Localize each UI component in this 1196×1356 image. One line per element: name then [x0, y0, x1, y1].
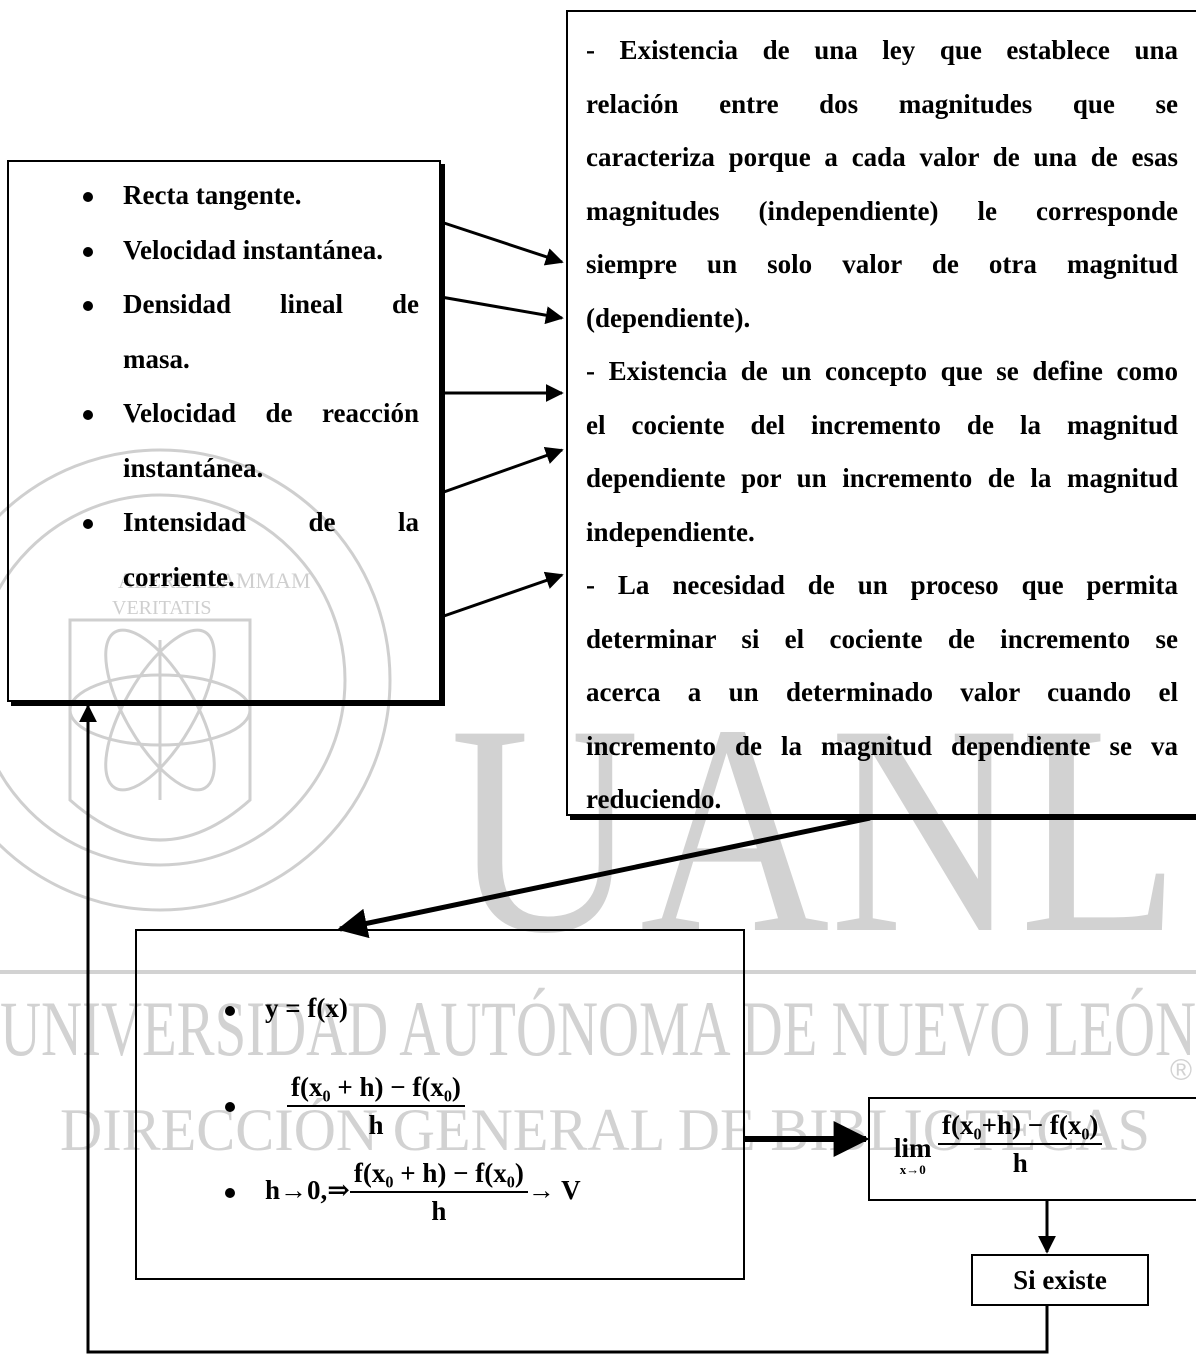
exists-label: Si existe — [1013, 1264, 1107, 1295]
arrow-tangent — [440, 220, 564, 266]
formula-box: y = f(x) f(x₀ + h) − f(x₀)h h→0,⇒f(x₀ + … — [135, 929, 745, 1280]
applications-box: Recta tangente. Velocidad instantánea. D… — [7, 160, 441, 702]
concepts-text: - Existencia de una ley que establece un… — [586, 35, 1178, 814]
formula-item-quotient: f(x₀ + h) − f(x₀)h — [225, 1072, 465, 1141]
arrow-velocity — [440, 571, 564, 619]
limit-operator: lim x→0 — [894, 1133, 932, 1178]
formula-item-limit-process: h→0,⇒f(x₀ + h) − f(x₀)h→ V — [225, 1158, 581, 1227]
applications-list: Recta tangente. Velocidad instantánea. D… — [9, 168, 419, 604]
formula-item-function: y = f(x) — [225, 993, 348, 1024]
limit-expression: f(x₀+h) − f(x₀)h — [938, 1110, 1103, 1179]
list-item: Velocidad instantánea. — [9, 223, 419, 278]
list-item: Recta tangente. — [9, 168, 419, 223]
arrow-feedback-loop — [79, 704, 1049, 1354]
concepts-box: - Existencia de una ley que establece un… — [566, 10, 1196, 816]
arrow-to-formula — [337, 815, 871, 939]
arrow-density — [440, 295, 564, 325]
exists-box: Si existe — [971, 1254, 1149, 1306]
arrow-current — [440, 446, 564, 495]
